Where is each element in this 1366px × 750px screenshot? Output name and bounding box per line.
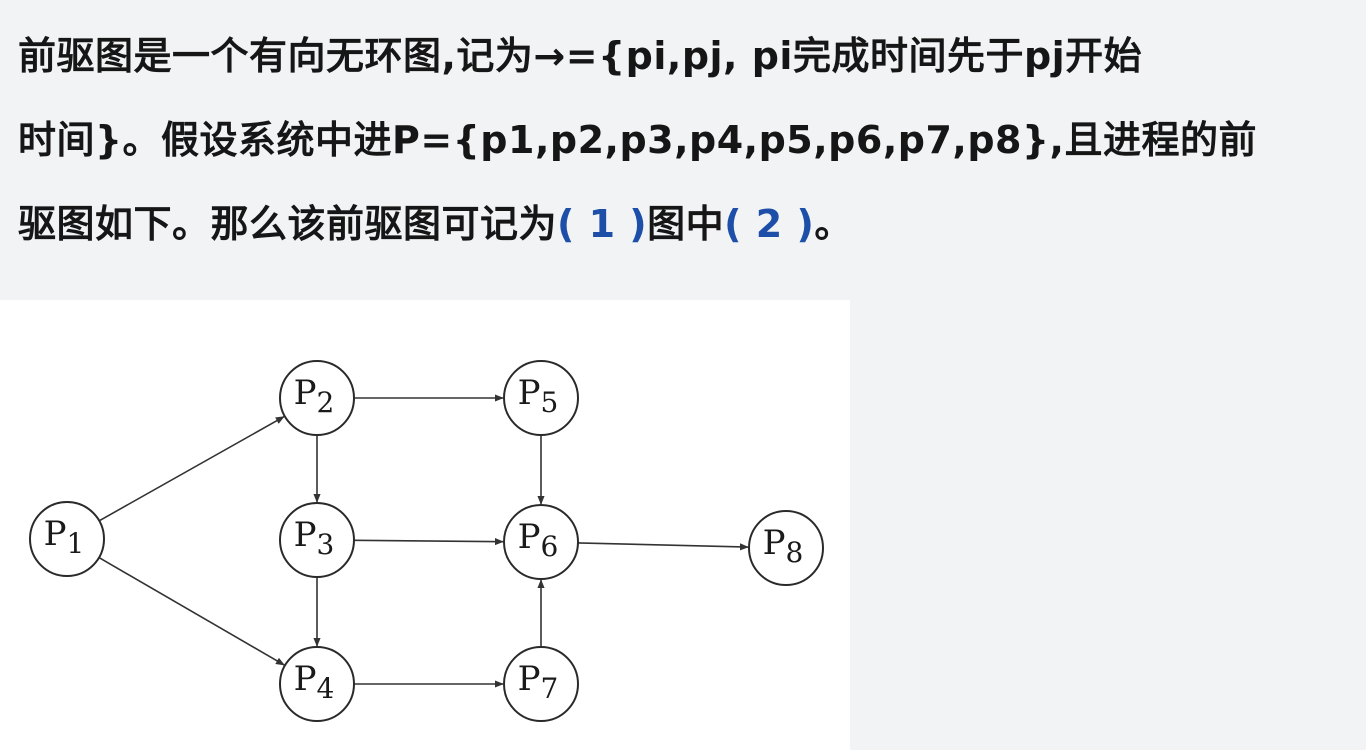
node-p4: P4	[279, 646, 355, 722]
edge-p6-p8	[577, 542, 749, 551]
node-p5: P5	[503, 360, 579, 436]
node-p6: P6	[503, 504, 579, 580]
node-circle-p1	[29, 501, 105, 577]
node-subscript: 7	[541, 672, 559, 705]
node-letter: P	[294, 373, 317, 413]
node-label-p3: P3	[294, 515, 335, 561]
node-subscript: 3	[317, 528, 335, 561]
node-subscript: 6	[541, 530, 559, 563]
edge-p3-p6	[353, 538, 504, 546]
node-letter: P	[518, 373, 541, 413]
node-circle-p5	[503, 360, 579, 436]
node-label-p2: P2	[294, 373, 335, 419]
node-subscript: 8	[786, 536, 804, 569]
edge-p1-p2	[98, 416, 285, 522]
node-letter: P	[44, 514, 67, 554]
node-subscript: 5	[541, 386, 559, 419]
node-label-p1: P1	[44, 514, 85, 560]
node-circle-p4	[279, 646, 355, 722]
question-line-3: 驱图如下。那么该前驱图可记为( 1 )图中( 2 )。	[18, 182, 1348, 266]
node-label-p4: P4	[294, 659, 335, 705]
node-circle-p3	[279, 502, 355, 578]
question-text: 前驱图是一个有向无环图,记为→={pi,pj, pi完成时间先于pj开始 时间}…	[18, 14, 1348, 266]
node-subscript: 1	[67, 527, 85, 560]
node-subscript: 4	[317, 672, 335, 705]
question-line-3-suffix: 。	[814, 202, 853, 246]
node-label-p7: P7	[518, 659, 559, 705]
blank-1: ( 1 )	[557, 202, 648, 246]
node-label-p5: P5	[518, 373, 559, 419]
question-line-3-prefix: 驱图如下。那么该前驱图可记为	[18, 202, 558, 246]
node-letter: P	[518, 517, 541, 557]
node-label-p6: P6	[518, 517, 559, 563]
edge-p1-p4	[98, 556, 285, 666]
node-circle-p2	[279, 360, 355, 436]
node-circle-p7	[503, 646, 579, 722]
node-label-p8: P8	[763, 523, 804, 569]
question-line-1: 前驱图是一个有向无环图,记为→={pi,pj, pi完成时间先于pj开始	[18, 34, 1143, 78]
node-p7: P7	[503, 646, 579, 722]
node-subscript: 2	[317, 386, 335, 419]
question-line-2: 时间}。假设系统中进P={p1,p2,p3,p4,p5,p6,p7,p8},且进…	[18, 118, 1257, 162]
node-circle-p8	[748, 510, 824, 586]
node-circle-p6	[503, 504, 579, 580]
node-letter: P	[294, 515, 317, 555]
node-p1: P1	[29, 501, 105, 577]
node-p3: P3	[279, 502, 355, 578]
blank-2: ( 2 )	[724, 202, 815, 246]
node-p8: P8	[748, 510, 824, 586]
node-p2: P2	[279, 360, 355, 436]
node-letter: P	[294, 659, 317, 699]
question-line-3-mid: 图中	[647, 202, 725, 246]
node-letter: P	[518, 659, 541, 699]
node-letter: P	[763, 523, 786, 563]
